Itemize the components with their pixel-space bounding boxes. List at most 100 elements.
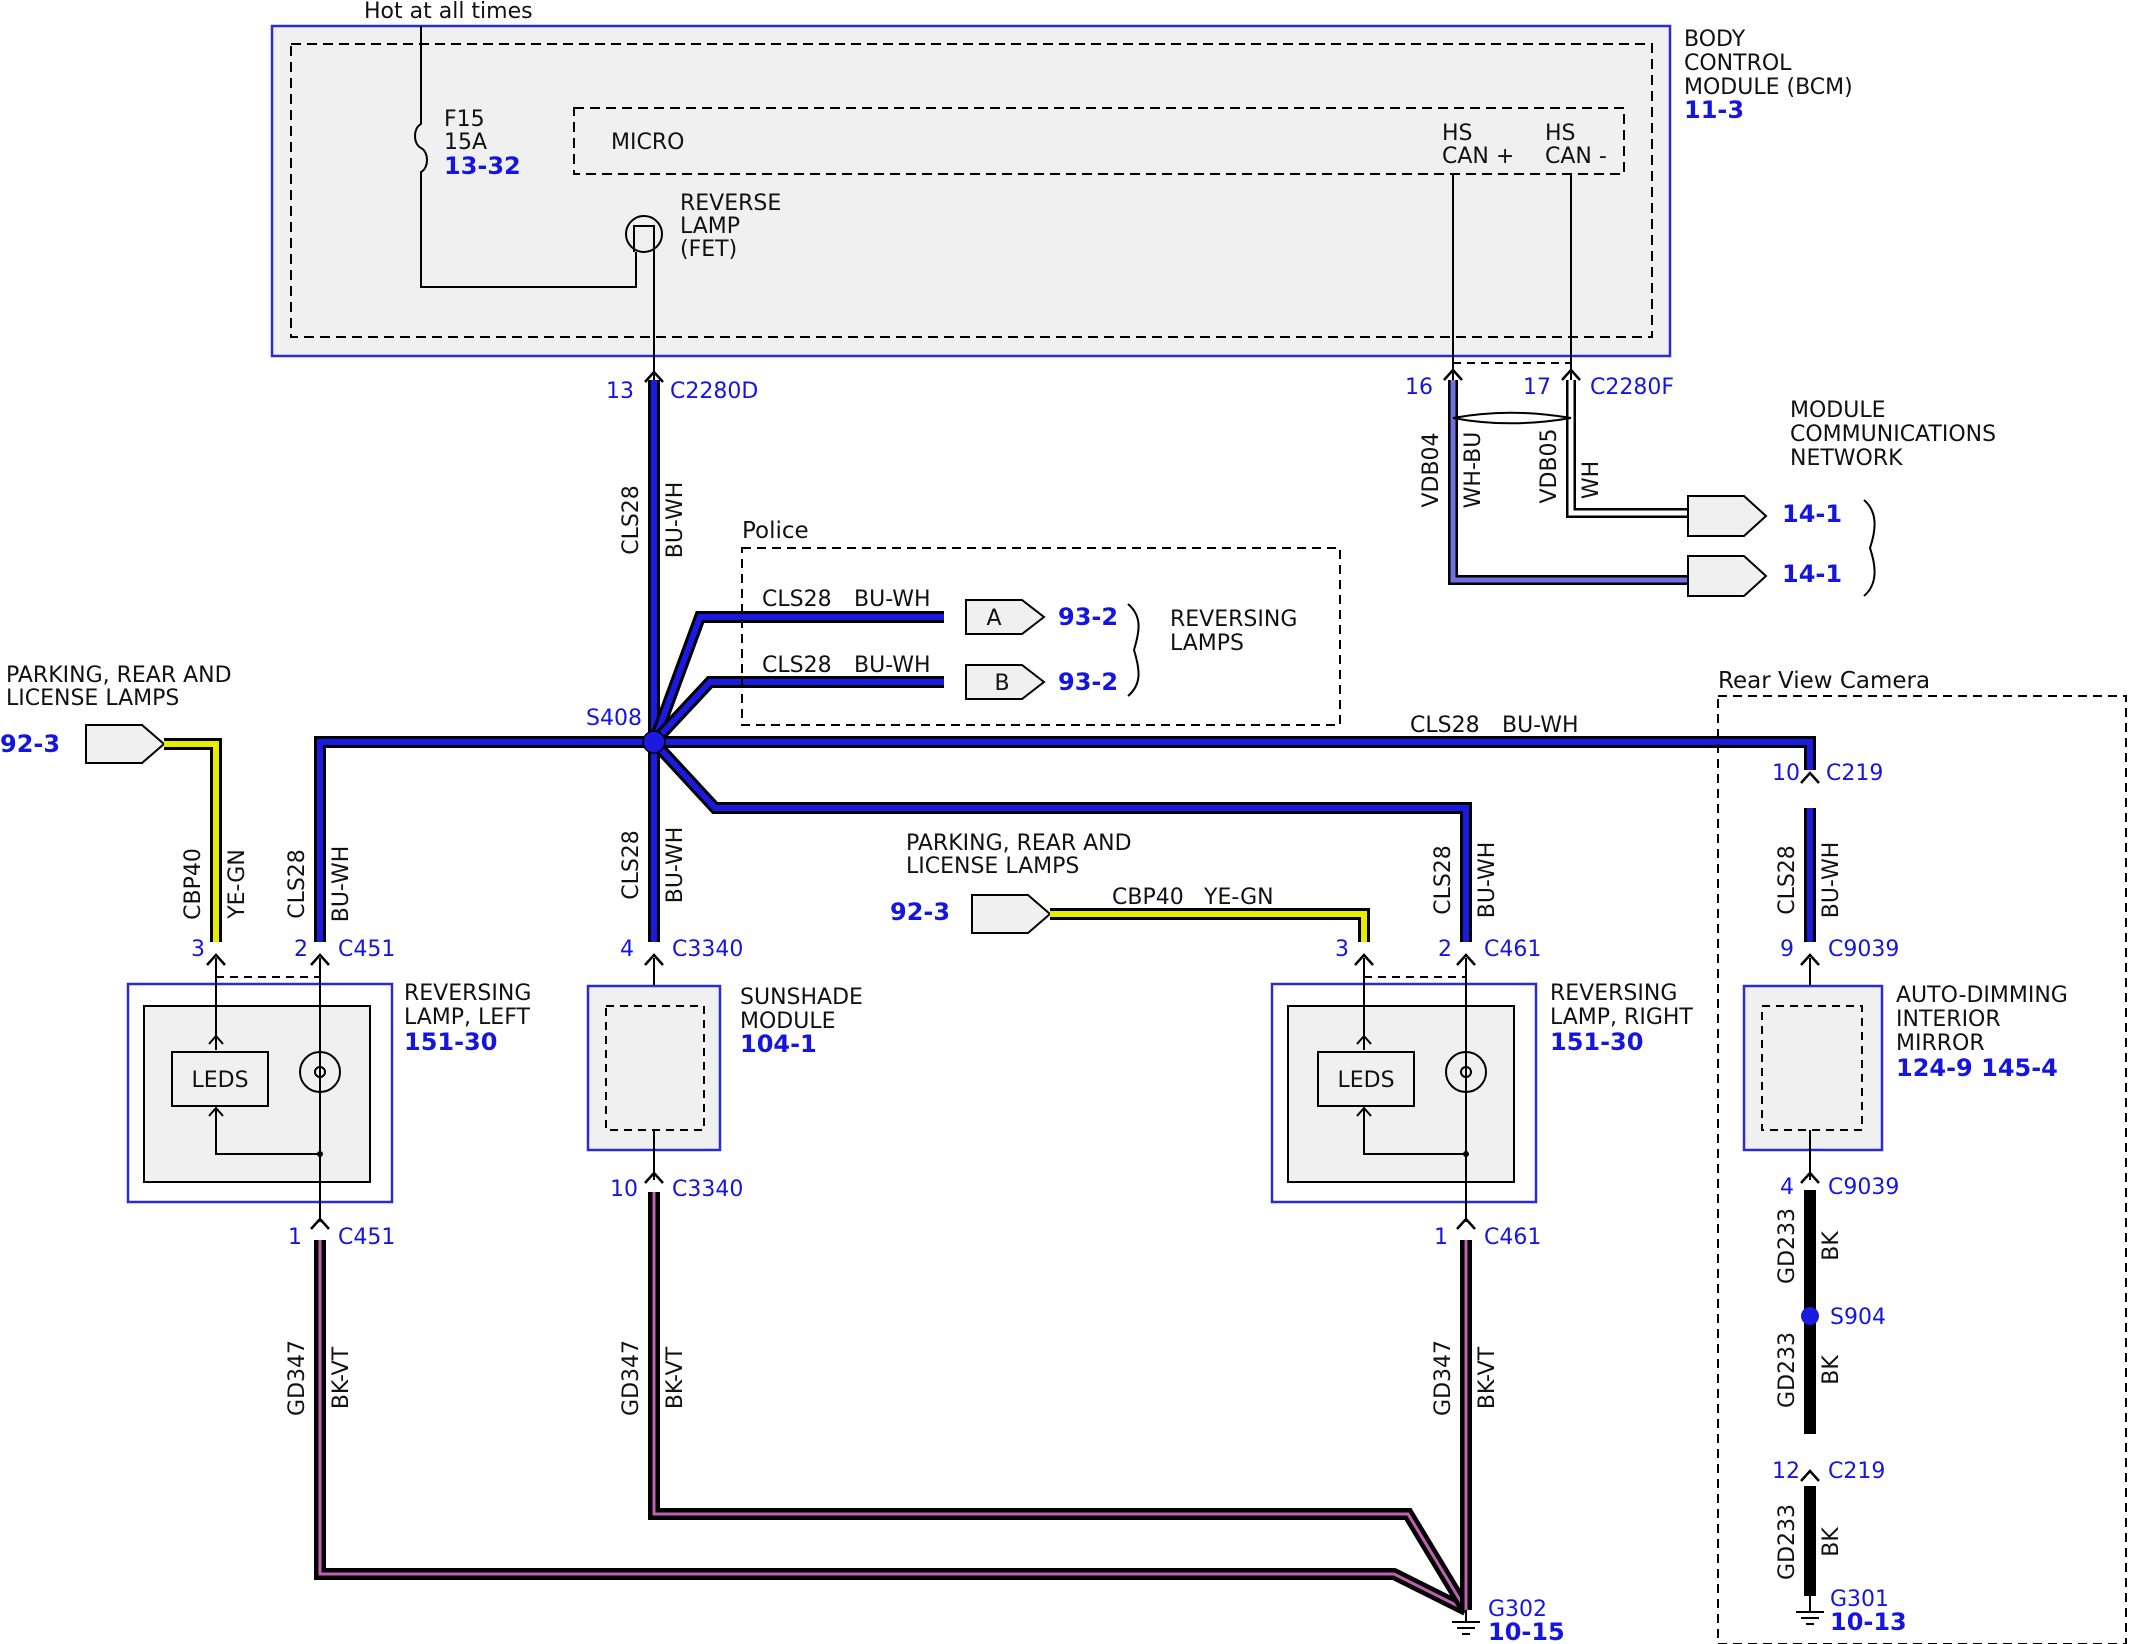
splice-s408[interactable] (642, 730, 666, 754)
police-arrow-a-label: A (986, 606, 1001, 631)
fet-label-2: LAMP (680, 214, 740, 239)
c219-pin10: 10 (1772, 761, 1800, 786)
c461-name-top[interactable]: C461 (1484, 937, 1541, 962)
wire-cbp40-left[interactable] (164, 738, 222, 942)
parking-left-ref[interactable]: 92-3 (0, 730, 60, 758)
c451-name-top[interactable]: C451 (338, 937, 395, 962)
wire-label-gd347-right: GD347 (1431, 1340, 1456, 1416)
wire-label-cls28-right: CLS28 (1431, 845, 1456, 915)
sunshade-module[interactable] (586, 984, 722, 1152)
wire-label-buwh-left: BU-WH (329, 846, 354, 923)
police-ref-a[interactable]: 93-2 (1058, 603, 1118, 631)
c451-pin3: 3 (191, 937, 205, 962)
parking-mid-title-1: PARKING, REAR AND (906, 831, 1132, 856)
mirror-title-3: MIRROR (1896, 1031, 1985, 1056)
police-arrow-b[interactable] (965, 664, 1046, 700)
rev-left-ref[interactable]: 151-30 (404, 1028, 497, 1056)
c9039-name-bottom[interactable]: C9039 (1828, 1175, 1899, 1200)
parking-mid-ref[interactable]: 92-3 (890, 898, 950, 926)
c219-name-top[interactable]: C219 (1826, 761, 1883, 786)
network-title-3: NETWORK (1790, 446, 1903, 471)
police-arrow-b-label: B (994, 671, 1009, 696)
g301-ref[interactable]: 10-13 (1830, 1608, 1907, 1636)
wire-label-cls28-h: CLS28 (1410, 713, 1480, 738)
network-brace (1863, 499, 1876, 597)
c219-pin12: 12 (1772, 1459, 1800, 1484)
police-option-box (741, 547, 1341, 726)
c461-pin2: 2 (1438, 937, 1452, 962)
c3340-name-bottom[interactable]: C3340 (672, 1177, 743, 1202)
auto-dimming-mirror-module[interactable] (1742, 984, 1884, 1152)
c3340-pin4: 4 (620, 937, 634, 962)
wire-label-wh: WH (1579, 461, 1604, 499)
leds-right-label: LEDS (1337, 1068, 1394, 1093)
wire-vdb05[interactable] (1566, 380, 1688, 518)
c3340-name-top[interactable]: C3340 (672, 937, 743, 962)
wire-label-buwh-sun: BU-WH (663, 827, 688, 904)
wire-cls28-horizontal[interactable] (314, 736, 1816, 942)
network-ref-1[interactable]: 14-1 (1782, 500, 1842, 528)
mirror-ref[interactable]: 124-9 145-4 (1896, 1054, 2058, 1082)
rear-view-camera-box (1717, 695, 2127, 1644)
c451-name-bottom[interactable]: C451 (338, 1225, 395, 1250)
parking-left-arrow[interactable] (85, 724, 166, 764)
c2280d-pin: 13 (606, 379, 634, 404)
c451-pin1: 1 (288, 1225, 302, 1250)
c9039-pin4: 4 (1780, 1175, 1794, 1200)
hot-at-all-times-label: Hot at all times (364, 0, 533, 24)
network-arrow-1[interactable] (1687, 495, 1768, 537)
wire-label-cbp40-mid: CBP40 (1112, 885, 1184, 910)
wire-label-bkvt-left: BK-VT (329, 1346, 354, 1409)
c9039-name-top[interactable]: C9039 (1828, 937, 1899, 962)
rev-left-title-2: LAMP, LEFT (404, 1005, 530, 1030)
police-arrow-a[interactable] (965, 599, 1046, 635)
fuse-ref[interactable]: 13-32 (444, 152, 521, 180)
wire-label-gd233-1: GD233 (1775, 1208, 1800, 1284)
wire-label-gd347-left: GD347 (285, 1340, 310, 1416)
splice-s904[interactable] (1801, 1307, 1819, 1325)
leds-left-box (171, 1051, 269, 1107)
network-ref-2[interactable]: 14-1 (1782, 560, 1842, 588)
bcm-ref[interactable]: 11-3 (1684, 96, 1744, 124)
wire-police-a[interactable] (648, 611, 944, 745)
wire-police-b[interactable] (649, 676, 944, 747)
rev-right-title-2: LAMP, RIGHT (1550, 1005, 1693, 1030)
police-title: Police (742, 518, 809, 544)
c3340-pin10: 10 (610, 1177, 638, 1202)
sunshade-ref[interactable]: 104-1 (740, 1030, 817, 1058)
wire-label-buwh-b: BU-WH (854, 653, 931, 678)
ground-g301-icon (1796, 1596, 1824, 1625)
wire-gd347-left[interactable] (314, 1240, 1469, 1616)
g302-ref[interactable]: 10-15 (1488, 1618, 1565, 1644)
rev-right-title-1: REVERSING (1550, 981, 1677, 1006)
police-ref-b[interactable]: 93-2 (1058, 668, 1118, 696)
wire-label-cls28-b: CLS28 (762, 653, 832, 678)
parking-mid-arrow[interactable] (971, 894, 1052, 934)
g301-name: G301 (1830, 1587, 1889, 1612)
c451-pin2: 2 (294, 937, 308, 962)
wire-vdb04[interactable] (1448, 380, 1688, 585)
wire-label-gd233-3: GD233 (1775, 1504, 1800, 1580)
wire-cbp40-mid[interactable] (1050, 908, 1370, 942)
splice-s904-label: S904 (1830, 1305, 1886, 1330)
wire-gd347-sunshade[interactable] (648, 1192, 1472, 1614)
rev-right-ref[interactable]: 151-30 (1550, 1028, 1643, 1056)
wire-label-buwh-right: BU-WH (1475, 842, 1500, 919)
c2280f-pin16: 16 (1405, 375, 1433, 400)
c461-name-bottom[interactable]: C461 (1484, 1225, 1541, 1250)
leds-left-label: LEDS (191, 1068, 248, 1093)
wire-label-cls28-mirror: CLS28 (1775, 845, 1800, 915)
c2280f-name[interactable]: C2280F (1590, 375, 1674, 400)
c219-name-bottom[interactable]: C219 (1828, 1459, 1885, 1484)
wire-label-buwh-a: BU-WH (854, 587, 931, 612)
c2280d-name[interactable]: C2280D (670, 379, 758, 404)
wire-label-vdb05: VDB05 (1537, 428, 1562, 503)
fuse-rating: 15A (444, 130, 487, 155)
ground-g302-icon (1452, 1610, 1480, 1635)
wire-label-cls28-a: CLS28 (762, 587, 832, 612)
network-title-1: MODULE (1790, 398, 1886, 423)
wire-label-buwh-main: BU-WH (663, 482, 688, 559)
network-arrow-2[interactable] (1687, 555, 1768, 597)
wire-cls28-right-lamp[interactable] (649, 737, 1472, 942)
